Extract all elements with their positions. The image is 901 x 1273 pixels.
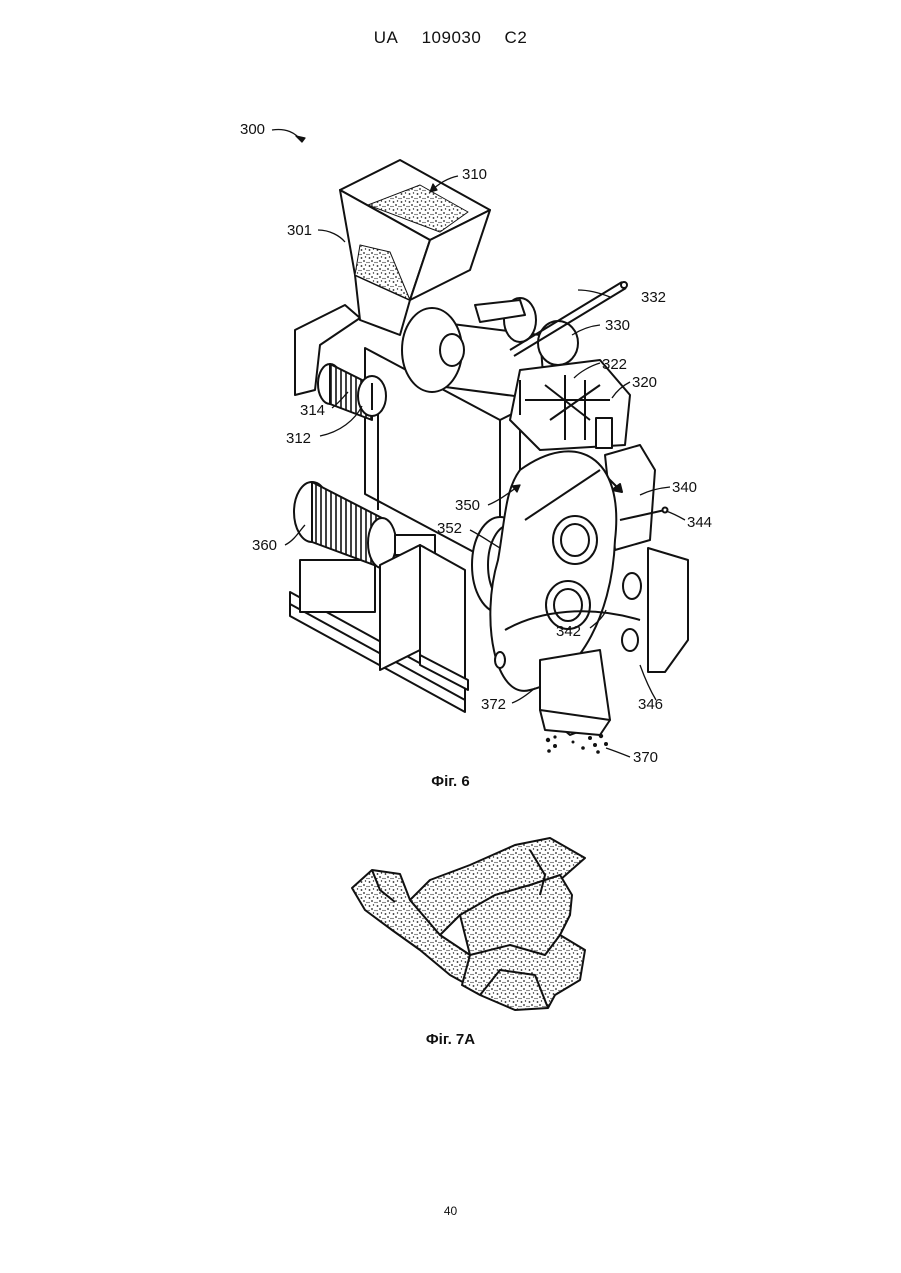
page-number: 40 — [0, 1204, 901, 1218]
label-344: 344 — [687, 514, 712, 531]
hopper — [340, 160, 490, 335]
label-330: 330 — [605, 317, 630, 334]
label-314: 314 — [300, 402, 325, 419]
label-346: 346 — [638, 696, 663, 713]
label-300: 300 — [240, 121, 265, 138]
figure-7a-caption: Фіг. 7A — [0, 1031, 901, 1048]
label-312: 312 — [286, 430, 311, 447]
label-370: 370 — [633, 749, 658, 766]
label-352: 352 — [437, 520, 462, 537]
figure-6-drawing — [272, 130, 688, 758]
label-360: 360 — [252, 537, 277, 554]
label-342: 342 — [556, 623, 581, 640]
label-320: 320 — [632, 374, 657, 391]
label-301: 301 — [287, 222, 312, 239]
rotor-cage — [510, 360, 630, 450]
label-322: 322 — [602, 356, 627, 373]
figure-7a-drawing — [352, 838, 585, 1010]
label-350: 350 — [455, 497, 480, 514]
label-340: 340 — [672, 479, 697, 496]
label-332: 332 — [641, 289, 666, 306]
label-372: 372 — [481, 696, 506, 713]
figure-6-caption: Фіг. 6 — [0, 773, 901, 790]
label-310: 310 — [462, 166, 487, 183]
output-granules — [546, 734, 608, 754]
